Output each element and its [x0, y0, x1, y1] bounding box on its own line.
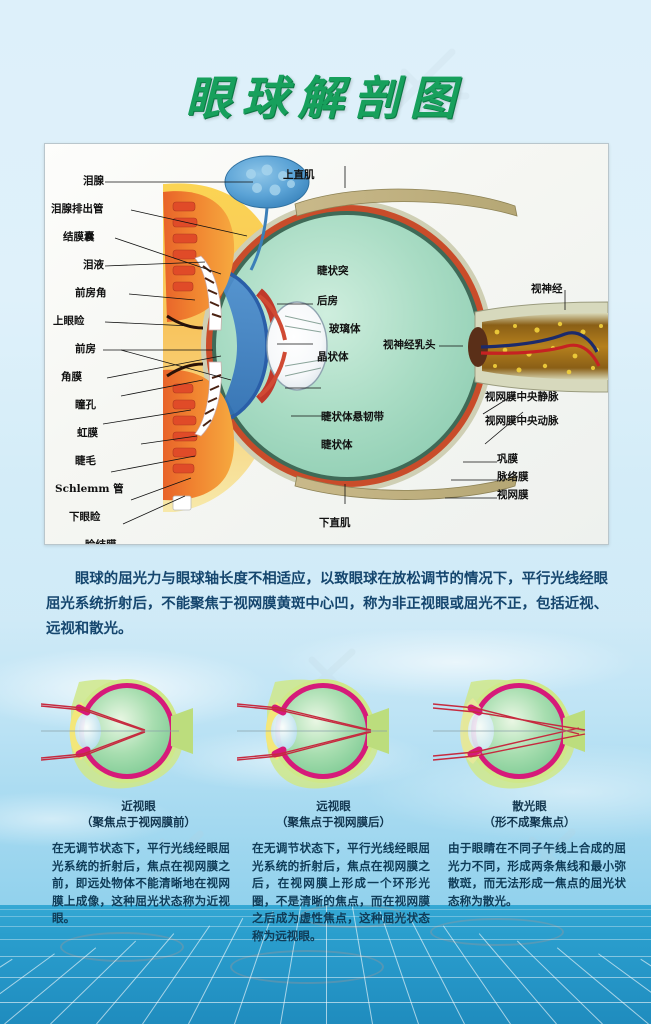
diagram-myopia [32, 668, 227, 794]
label-suspensory-ligament: 睫状体悬韧带 [321, 411, 384, 423]
label-ciliary-process: 睫状突 [317, 265, 349, 277]
label-retina: 视网膜 [497, 489, 529, 501]
label-anterior-chamber: 前房 [75, 343, 96, 355]
label-lacrimal-gland: 泪腺 [83, 175, 104, 187]
background-water-grid [0, 905, 651, 1024]
label-schlemm-canal: Schlemm 管 [55, 483, 124, 495]
label-palpebral-conjunctiva: 睑结膜 [85, 539, 117, 545]
description-astigmatism: 由于眼睛在不同子午线上合成的屈光力不同，形成两条焦线和最小弥散斑，而无法形成一焦… [448, 841, 626, 908]
label-pupil: 瞳孔 [75, 399, 96, 411]
caption-myopia: 近视眼 （聚焦点于视网膜前） [41, 798, 236, 830]
eye-anatomy-illustration [102, 155, 608, 525]
label-lower-eyelid: 下眼睑 [69, 511, 101, 523]
label-sclera: 巩膜 [497, 453, 518, 465]
label-optic-disc: 视神经乳头 [383, 339, 436, 351]
label-inferior-rectus: 下直肌 [319, 517, 351, 529]
caption-astigmatism: 散光眼 （形不成聚焦点） [432, 798, 627, 830]
label-tears: 泪液 [83, 259, 104, 271]
label-cornea: 角膜 [61, 371, 82, 383]
label-conjunctival-sac: 结膜囊 [63, 231, 95, 243]
label-central-retinal-vein: 视网膜中央静脉 [485, 391, 559, 403]
caption-myopia-name: 近视眼 [121, 799, 156, 813]
caption-myopia-subtitle: （聚焦点于视网膜前） [81, 815, 196, 829]
diagram-hyperopia [228, 668, 423, 794]
label-anterior-chamber-angle: 前房角 [75, 287, 107, 299]
label-iris: 虹膜 [77, 427, 98, 439]
caption-astigmatism-name: 散光眼 [512, 799, 547, 813]
caption-hyperopia-subtitle: （聚焦点于视网膜后） [276, 815, 391, 829]
label-eyelash: 睫毛 [75, 455, 96, 467]
label-ciliary-body: 睫状体 [321, 439, 353, 451]
eye-anatomy-panel: 泪腺 泪腺排出管 结膜囊 泪液 前房角 上眼睑 前房 角膜 瞳孔 虹膜 睫毛 S… [44, 143, 609, 545]
intro-paragraph: 眼球的屈光力与眼球轴长度不相适应，以致眼球在放松调节的情况下，平行光线经眼屈光系… [46, 570, 608, 637]
diagram-astigmatism [424, 668, 619, 794]
label-optic-nerve: 视神经 [531, 283, 563, 295]
label-lens: 晶状体 [317, 351, 349, 363]
caption-hyperopia: 远视眼 （聚焦点于视网膜后） [236, 798, 431, 830]
description-myopia: 在无调节状态下，平行光线经眼屈光系统的折射后，焦点在视网膜之前，即远处物体不能清… [52, 841, 230, 926]
caption-astigmatism-subtitle: （形不成聚焦点） [483, 815, 576, 829]
label-superior-rectus: 上直肌 [283, 169, 315, 181]
label-vitreous-body: 玻璃体 [329, 323, 361, 335]
label-choroid: 脉络膜 [497, 471, 529, 483]
label-upper-eyelid: 上眼睑 [53, 315, 85, 327]
description-hyperopia: 在无调节状态下，平行光线经眼屈光系统的折射后，焦点在视网膜之后，在视网膜上形成一… [252, 841, 430, 943]
page-title: 眼球解剖图 [185, 71, 466, 125]
caption-hyperopia-name: 远视眼 [316, 799, 351, 813]
label-central-retinal-artery: 视网膜中央动脉 [485, 415, 559, 427]
label-lacrimal-duct: 泪腺排出管 [51, 203, 104, 215]
label-posterior-chamber: 后房 [317, 295, 338, 307]
